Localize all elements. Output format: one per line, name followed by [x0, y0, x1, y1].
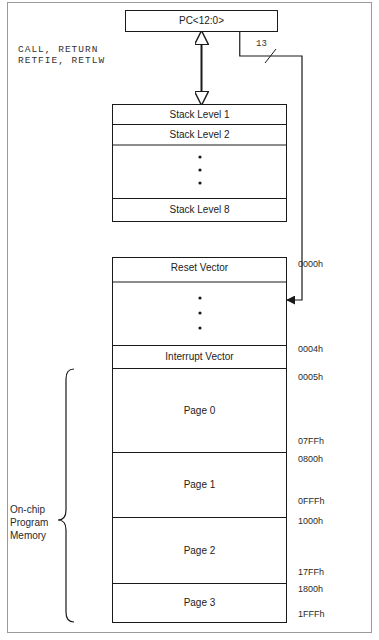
- address-label: 07FFh: [298, 436, 324, 447]
- node-text: Page 1: [184, 479, 216, 491]
- memory-vector: Interrupt Vector: [112, 345, 287, 369]
- stack-level: Stack Level 1: [112, 104, 287, 125]
- program-counter: PC<12:0>: [125, 10, 278, 32]
- stack-ellipsis: [198, 155, 201, 184]
- instruction-label: CALL, RETURN RETFIE, RETLW: [18, 44, 118, 66]
- node-text: Page 2: [184, 545, 216, 557]
- memory-page: Page 0: [112, 368, 287, 453]
- node-text: PC<12:0>: [179, 15, 224, 27]
- node-text: Stack Level 8: [169, 204, 229, 216]
- memory-page: Page 1: [112, 452, 287, 518]
- memory-ellipsis: [198, 296, 201, 329]
- memory-page: Page 3: [112, 583, 287, 623]
- page-frame: [8, 3, 372, 633]
- node-text: Stack Level 2: [169, 129, 229, 141]
- connector: [240, 32, 302, 300]
- address-label: 0800h: [298, 454, 323, 465]
- address-label: 0004h: [298, 344, 323, 355]
- address-label: 1FFFh: [298, 609, 325, 620]
- node-text: Reset Vector: [171, 262, 228, 274]
- address-label: 0005h: [298, 372, 323, 383]
- address-label: 1000h: [298, 516, 323, 527]
- address-label: 0000h: [298, 259, 323, 270]
- address-label: 1800h: [298, 584, 323, 595]
- memory-divider: [112, 282, 287, 283]
- stack-level: Stack Level 2: [112, 124, 287, 199]
- node-text: Page 0: [184, 405, 216, 417]
- memory-vector: Reset Vector: [112, 257, 287, 346]
- node-text: Page 3: [184, 597, 216, 609]
- address-label: 17FFh: [298, 567, 324, 578]
- stack-level: Stack Level 8: [112, 198, 287, 222]
- memory-page: Page 2: [112, 517, 287, 584]
- node-text: Interrupt Vector: [165, 351, 233, 363]
- address-label: 0FFFh: [298, 496, 325, 507]
- memory-brace: [58, 369, 74, 622]
- memory-region-label: On-chip Program Memory: [10, 503, 56, 542]
- stack-divider: [112, 145, 287, 146]
- connector: [201, 32, 203, 104]
- bus-width-label: 13: [256, 39, 276, 50]
- node-text: Stack Level 1: [169, 109, 229, 121]
